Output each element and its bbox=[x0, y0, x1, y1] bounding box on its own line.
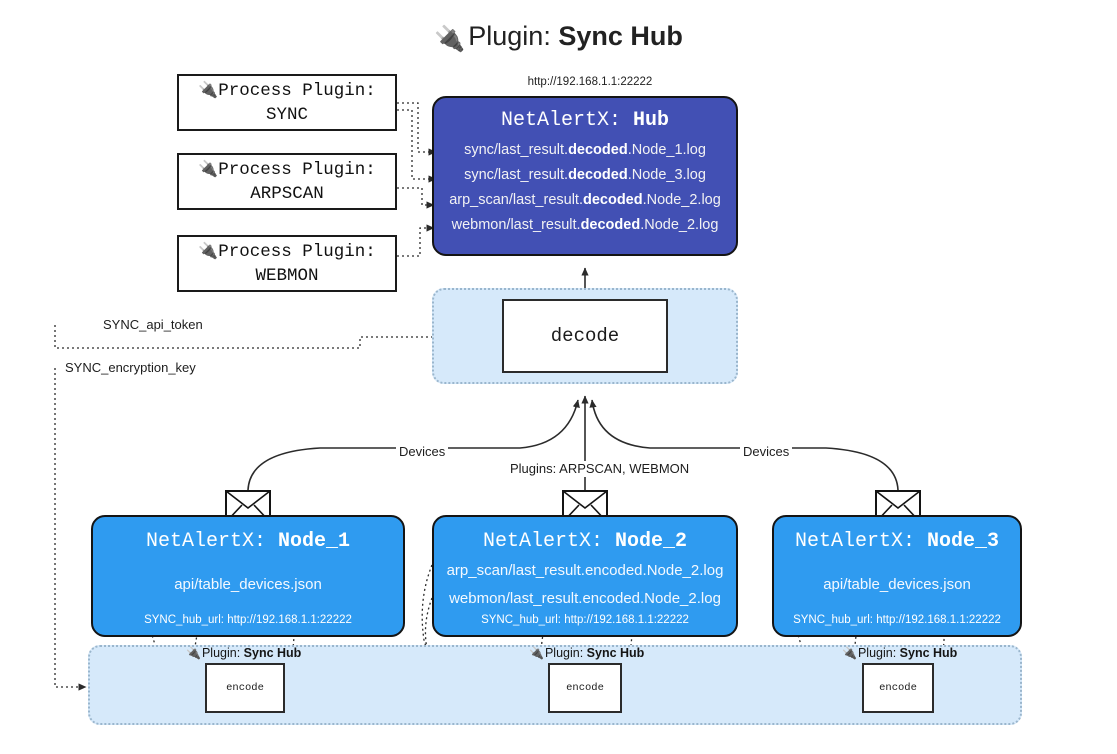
process-plugin-arpscan-line1: 🔌Process Plugin: bbox=[198, 159, 376, 180]
node-line: arp_scan/last_result.encoded.Node_2.log bbox=[446, 562, 724, 579]
process-plugin-webmon-name: WEBMON bbox=[255, 266, 319, 286]
plug-icon: 🔌 bbox=[198, 241, 219, 260]
plug-icon: 🔌 bbox=[198, 80, 219, 99]
node-title: NetAlertX: Node_1 bbox=[145, 530, 351, 553]
plugin-label-encode-2: 🔌Plugin: Sync Hub bbox=[529, 646, 645, 660]
node-line: webmon/last_result.encoded.Node_2.log bbox=[449, 590, 721, 607]
encode-box-1[interactable]: encode bbox=[205, 663, 285, 713]
edge-label-sync-encryption-key: SYNC_encryption_key bbox=[62, 360, 199, 376]
encode-box-3[interactable]: encode bbox=[862, 663, 934, 713]
node-box-node-2[interactable]: NetAlertX: Node_2 arp_scan/last_result.e… bbox=[432, 515, 738, 637]
node-footer: SYNC_hub_url: http://192.168.1.1:22222 bbox=[144, 614, 352, 626]
node-footer: SYNC_hub_url: http://192.168.1.1:22222 bbox=[793, 614, 1001, 626]
plug-icon: 🔌 bbox=[198, 159, 219, 178]
plugin-label-encode-3: 🔌Plugin: Sync Hub bbox=[842, 646, 958, 660]
node-line: api/table_devices.json bbox=[174, 576, 322, 593]
page-title-strong: Sync Hub bbox=[558, 21, 683, 51]
hub-log-line: sync/last_result.decoded.Node_3.log bbox=[464, 167, 706, 183]
hub-log-line: webmon/last_result.decoded.Node_2.log bbox=[451, 217, 719, 233]
hub-title: NetAlertX: Hub bbox=[500, 109, 670, 132]
encode-box-2[interactable]: encode bbox=[548, 663, 622, 713]
process-plugin-sync-line1: 🔌Process Plugin: bbox=[198, 80, 376, 101]
node-lines: api/table_devices.json bbox=[93, 557, 403, 613]
page-title-prefix: Plugin: bbox=[468, 21, 551, 51]
hub-node[interactable]: NetAlertX: Hub sync/last_result.decoded.… bbox=[432, 96, 738, 256]
process-plugin-arpscan[interactable]: 🔌Process Plugin: ARPSCAN bbox=[177, 153, 397, 210]
node-box-node-1[interactable]: NetAlertX: Node_1 api/table_devices.json… bbox=[91, 515, 405, 637]
node-lines: api/table_devices.json bbox=[774, 557, 1020, 613]
node-title: NetAlertX: Node_2 bbox=[482, 530, 688, 553]
node-line: api/table_devices.json bbox=[823, 576, 971, 593]
plug-icon: 🔌 bbox=[434, 25, 466, 53]
process-plugin-webmon[interactable]: 🔌Process Plugin: WEBMON bbox=[177, 235, 397, 292]
plug-icon: 🔌 bbox=[186, 646, 201, 660]
edge-label-plugins-center: Plugins: ARPSCAN, WEBMON bbox=[507, 461, 693, 477]
process-plugin-sync[interactable]: 🔌Process Plugin: SYNC bbox=[177, 74, 397, 131]
node-footer: SYNC_hub_url: http://192.168.1.1:22222 bbox=[481, 614, 689, 626]
hub-log-line: sync/last_result.decoded.Node_1.log bbox=[464, 142, 706, 158]
hub-log-line: arp_scan/last_result.decoded.Node_2.log bbox=[449, 192, 721, 208]
edge-label-devices-left: Devices bbox=[396, 444, 449, 460]
decode-box[interactable]: decode bbox=[502, 299, 668, 373]
node-lines: arp_scan/last_result.encoded.Node_2.log … bbox=[434, 557, 736, 613]
plug-icon: 🔌 bbox=[529, 646, 544, 660]
process-plugin-webmon-line1: 🔌Process Plugin: bbox=[198, 241, 376, 262]
hub-url-label: http://192.168.1.1:22222 bbox=[527, 76, 653, 88]
edge-label-sync-api-token: SYNC_api_token bbox=[100, 317, 206, 333]
edge-label-devices-right: Devices bbox=[740, 444, 793, 460]
plugin-label-encode-1: 🔌Plugin: Sync Hub bbox=[186, 646, 302, 660]
node-box-node-3[interactable]: NetAlertX: Node_3 api/table_devices.json… bbox=[772, 515, 1022, 637]
page-title: 🔌Plugin: Sync Hub bbox=[0, 18, 1117, 57]
node-title: NetAlertX: Node_3 bbox=[794, 530, 1000, 553]
plug-icon: 🔌 bbox=[842, 646, 857, 660]
hub-log-list: sync/last_result.decoded.Node_1.log sync… bbox=[434, 138, 736, 238]
process-plugin-sync-name: SYNC bbox=[265, 105, 308, 125]
process-plugin-arpscan-name: ARPSCAN bbox=[250, 184, 324, 204]
